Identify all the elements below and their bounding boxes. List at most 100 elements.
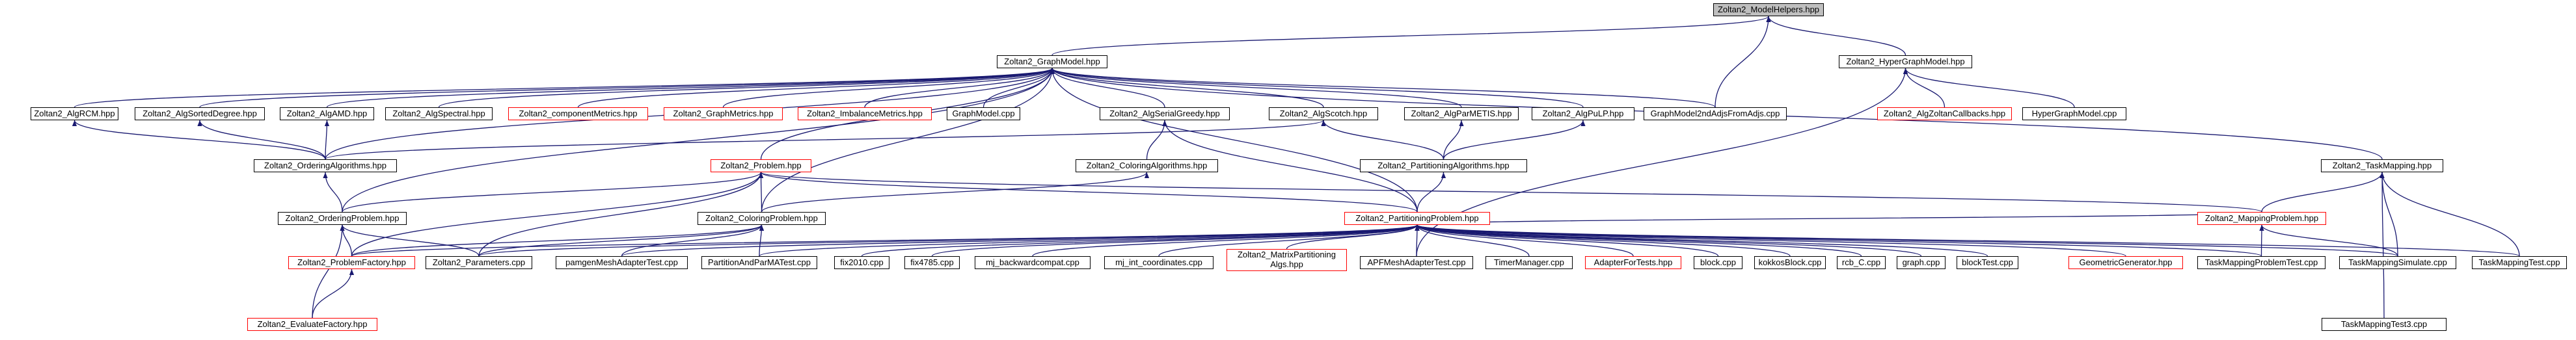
node-rcm[interactable]: Zoltan2_AlgRCM.hpp — [31, 107, 118, 120]
edge-tmtest-to-partprob — [1415, 224, 2520, 257]
edge-partalgs-to-scotch — [1321, 120, 1444, 160]
edge-spectral-to-gm — [438, 68, 1055, 108]
node-serialgreedy[interactable]: Zoltan2_AlgSerialGreedy.hpp — [1100, 107, 1230, 120]
edge-blocktest-to-partprob — [1415, 224, 1988, 257]
node-sorted[interactable]: Zoltan2_AlgSortedDegree.hpp — [135, 107, 265, 120]
node-label: blockTest.cpp — [1962, 257, 2013, 267]
edge-orderprob-to-gm — [342, 68, 1055, 213]
edge-graphmetrics-to-gm — [722, 68, 1055, 108]
node-imbalance[interactable]: Zoltan2_ImbalanceMetrics.hpp — [798, 107, 932, 120]
node-amd[interactable]: Zoltan2_AlgAMD.hpp — [280, 107, 374, 120]
node-colorprob[interactable]: Zoltan2_ColoringProblem.hpp — [698, 212, 826, 225]
node-apfmesh[interactable]: APFMeshAdapterTest.cpp — [1360, 256, 1473, 269]
node-hgmcpp[interactable]: HyperGraphModel.cpp — [2022, 107, 2126, 120]
node-timer[interactable]: TimerManager.cpp — [1485, 256, 1573, 269]
edge-serialgreedy-to-gm — [1050, 68, 1165, 108]
node-taskmap[interactable]: Zoltan2_TaskMapping.hpp — [2321, 159, 2443, 172]
edge-params-to-problem — [478, 172, 764, 257]
edge-hgm-to-mh — [1766, 16, 1906, 56]
node-blocktest[interactable]: blockTest.cpp — [1957, 256, 2018, 269]
node-gmcpp[interactable]: GraphModel.cpp — [947, 107, 1020, 120]
node-mjint[interactable]: mj_int_coordinates.cpp — [1104, 256, 1213, 269]
node-label: Zoltan2_ModelHelpers.hpp — [1717, 4, 1820, 14]
node-tmtest3[interactable]: TaskMappingTest3.cpp — [2322, 318, 2447, 331]
node-label: Zoltan2_componentMetrics.hpp — [519, 108, 638, 118]
node-graphmetrics[interactable]: Zoltan2_GraphMetrics.hpp — [664, 107, 783, 120]
node-zoltancb[interactable]: Zoltan2_AlgZoltanCallbacks.hpp — [1877, 107, 2012, 120]
edge-evalfactory-to-probfactory — [312, 268, 355, 319]
edge-orderprob-to-problem — [342, 172, 763, 213]
node-label: AdapterForTests.hpp — [1593, 257, 1673, 267]
edge-mapprob-to-taskmap — [2261, 172, 2385, 213]
node-label: Zoltan2_PartitioningAlgorithms.hpp — [1377, 160, 1510, 170]
edge-parmetis-to-gm — [1050, 68, 1462, 108]
edge-orderalgs-to-rcm — [72, 120, 326, 160]
node-label: kokkosBlock.cpp — [1758, 257, 1822, 267]
node-label: Zoltan2_AlgParMETIS.hpp — [1411, 108, 1512, 118]
node-orderalgs[interactable]: Zoltan2_OrderingAlgorithms.hpp — [254, 159, 397, 172]
edge-pamgen-to-partprob — [621, 224, 1420, 257]
node-hgm[interactable]: Zoltan2_HyperGraphModel.hpp — [1839, 55, 1972, 68]
edge-orderalgs-to-sorted — [197, 120, 326, 160]
edge-tmtest3-to-taskmap — [2379, 172, 2385, 319]
node-label: APFMeshAdapterTest.cpp — [1367, 257, 1466, 267]
edge-colorprob-to-gm — [761, 68, 1055, 213]
edge-matrixpart-to-partprob — [1286, 224, 1420, 250]
edge-tmsim-to-taskmap — [2379, 172, 2398, 257]
node-mapprob[interactable]: Zoltan2_MappingProblem.hpp — [2197, 212, 2326, 225]
edge-params-to-colorprob — [478, 224, 764, 257]
edge-gmcpp-to-gm — [983, 68, 1055, 108]
node-geomgen[interactable]: GeometricGenerator.hpp — [2068, 256, 2183, 269]
edge-tmsim-to-mapprob — [2259, 224, 2398, 257]
edge-geomgen-to-partprob — [1415, 224, 2126, 257]
node-label: Zoltan2_PartitioningProblem.hpp — [1355, 213, 1479, 223]
node-block[interactable]: block.cpp — [1694, 256, 1742, 269]
node-rcbc[interactable]: rcb_C.cpp — [1837, 256, 1886, 269]
node-gm[interactable]: Zoltan2_GraphModel.hpp — [997, 55, 1107, 68]
node-compmetrics[interactable]: Zoltan2_componentMetrics.hpp — [508, 107, 648, 120]
node-problem[interactable]: Zoltan2_Problem.hpp — [711, 159, 811, 172]
edge-mjback-to-partprob — [1032, 224, 1420, 257]
edge-probfactory-to-colorprob — [351, 224, 764, 257]
node-fix2010[interactable]: fix2010.cpp — [834, 256, 889, 269]
node-tmtest[interactable]: TaskMappingTest.cpp — [2472, 256, 2567, 269]
edge-partprob-to-serialgreedy — [1162, 120, 1418, 213]
node-partalgs[interactable]: Zoltan2_PartitioningAlgorithms.hpp — [1360, 159, 1527, 172]
node-coloralgs[interactable]: Zoltan2_ColoringAlgorithms.hpp — [1076, 159, 1218, 172]
node-tmsim[interactable]: TaskMappingSimulate.cpp — [2339, 256, 2456, 269]
edge-scotch-to-gm — [1050, 68, 1324, 108]
edge-gm2nd-to-gm — [1050, 68, 1716, 108]
node-orderprob[interactable]: Zoltan2_OrderingProblem.hpp — [278, 212, 407, 225]
node-label: Zoltan2_GraphMetrics.hpp — [673, 108, 774, 118]
node-label: Zoltan2_AlgScotch.hpp — [1279, 108, 1368, 118]
node-fix4785[interactable]: fix4785.cpp — [904, 256, 960, 269]
node-parmetis[interactable]: Zoltan2_AlgParMETIS.hpp — [1404, 107, 1519, 120]
node-mh[interactable]: Zoltan2_ModelHelpers.hpp — [1713, 3, 1824, 16]
node-papma[interactable]: PartitionAndParMATest.cpp — [701, 256, 817, 269]
node-spectral[interactable]: Zoltan2_AlgSpectral.hpp — [385, 107, 493, 120]
node-kokkosblock[interactable]: kokkosBlock.cpp — [1754, 256, 1826, 269]
node-params[interactable]: Zoltan2_Parameters.cpp — [426, 256, 532, 269]
node-label: PartitionAndParMATest.cpp — [708, 257, 811, 267]
node-pamgen[interactable]: pamgenMeshAdapterTest.cpp — [556, 256, 688, 269]
node-label: TaskMappingTest.cpp — [2478, 257, 2560, 267]
node-evalfactory[interactable]: Zoltan2_EvaluateFactory.hpp — [247, 318, 377, 331]
node-mjback[interactable]: mj_backwardcompat.cpp — [975, 256, 1091, 269]
edge-fix4785-to-partprob — [931, 224, 1420, 257]
node-probfactory[interactable]: Zoltan2_ProblemFactory.hpp — [288, 256, 415, 269]
node-scotch[interactable]: Zoltan2_AlgScotch.hpp — [1269, 107, 1378, 120]
node-gm2nd[interactable]: GraphModel2ndAdjsFromAdjs.cpp — [1644, 107, 1787, 120]
node-partprob[interactable]: Zoltan2_PartitioningProblem.hpp — [1344, 212, 1490, 225]
node-pulp[interactable]: Zoltan2_AlgPuLP.hpp — [1532, 107, 1634, 120]
node-adapterfortests[interactable]: AdapterForTests.hpp — [1585, 256, 1681, 269]
node-graphcpp[interactable]: graph.cpp — [1897, 256, 1946, 269]
node-label: TaskMappingProblemTest.cpp — [2204, 257, 2318, 267]
node-label: Zoltan2_OrderingAlgorithms.hpp — [264, 160, 386, 170]
node-tmpt[interactable]: TaskMappingProblemTest.cpp — [2197, 256, 2325, 269]
node-label: Zoltan2_AlgSortedDegree.hpp — [142, 108, 257, 118]
node-label: GraphModel.cpp — [952, 108, 1015, 118]
node-label: Zoltan2_AlgZoltanCallbacks.hpp — [1883, 108, 2006, 118]
edge-orderprob-to-orderalgs — [323, 172, 343, 213]
node-label: Zoltan2_ColoringAlgorithms.hpp — [1086, 160, 1208, 170]
